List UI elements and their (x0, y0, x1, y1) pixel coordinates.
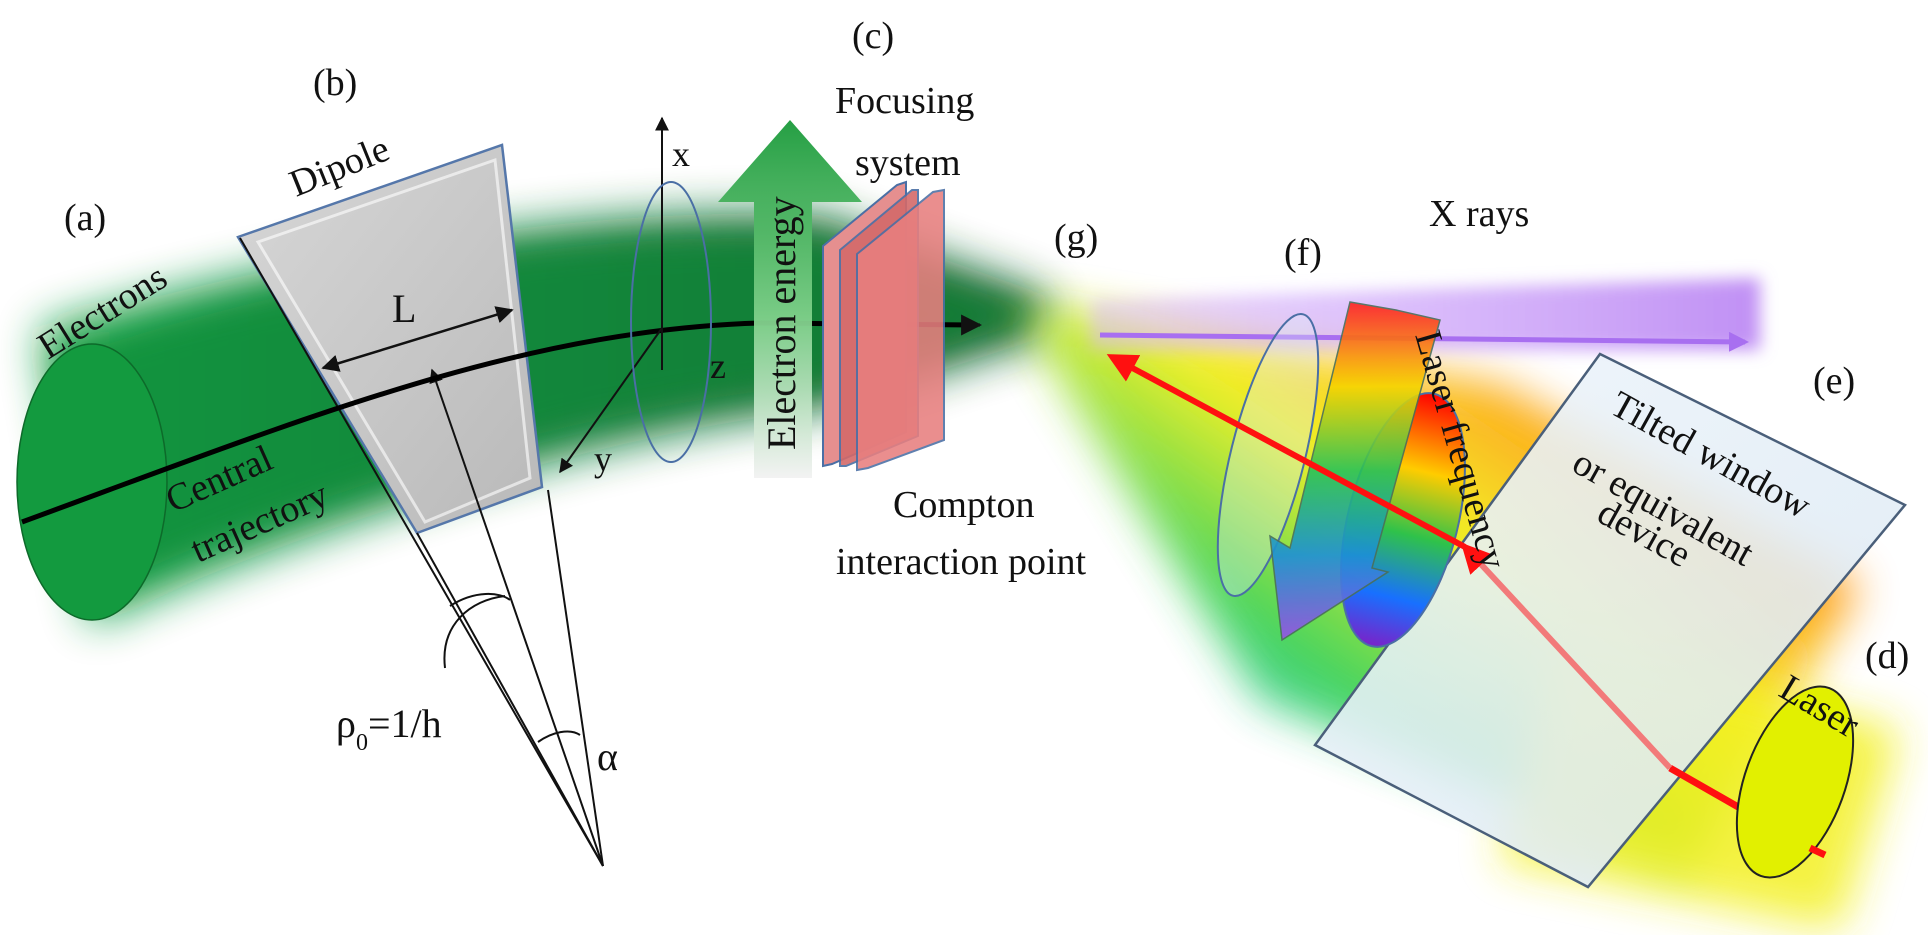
label-e: (e) (1813, 360, 1855, 402)
lens-ellipse (1216, 313, 1320, 597)
beam-cross-section-ellipse (16, 343, 168, 621)
radius-line-right (547, 489, 604, 867)
length-label: L (392, 286, 416, 331)
label-c: (c) (852, 15, 894, 57)
axis-x-label: x (672, 134, 690, 174)
radius-line-left (239, 237, 604, 867)
laser-spot-ellipse (1735, 685, 1855, 879)
axis-z-label: z (710, 346, 726, 386)
label-g: (g) (1054, 217, 1098, 259)
length-arrow (321, 306, 514, 372)
label-f: (f) (1284, 232, 1322, 274)
compton-label-1: Compton (893, 484, 1034, 526)
radius-leader (443, 595, 506, 669)
radius-label: ρ0=1/h (336, 701, 442, 756)
beam-section-ellipse (630, 181, 712, 463)
focusing-system (822, 180, 945, 472)
label-a: (a) (64, 197, 106, 239)
radius-arrow (429, 368, 604, 867)
axis-y-label: y (594, 439, 612, 479)
angle-label: α (597, 734, 618, 779)
angle-arc (537, 730, 581, 743)
coordinate-axes (559, 116, 712, 474)
focusing-label-2: system (855, 142, 961, 184)
bending-geometry (239, 237, 604, 867)
electron-energy-arrow (718, 120, 862, 478)
laser-beam (1106, 354, 1855, 879)
y-axis (559, 327, 663, 474)
radius-line-bottom (416, 532, 604, 867)
label-b: (b) (313, 62, 357, 104)
laser-frequency-arrow (1269, 301, 1441, 642)
compton-optics (1216, 301, 1466, 648)
compton-label-2: interaction point (836, 541, 1087, 583)
xrays-label: X rays (1429, 193, 1529, 235)
central-trajectory-line (21, 320, 976, 525)
electron-energy-label: Electron energy (759, 196, 804, 450)
focusing-label-1: Focusing (835, 80, 974, 122)
radius-bracket-arc (449, 592, 511, 607)
label-d: (d) (1865, 635, 1909, 677)
